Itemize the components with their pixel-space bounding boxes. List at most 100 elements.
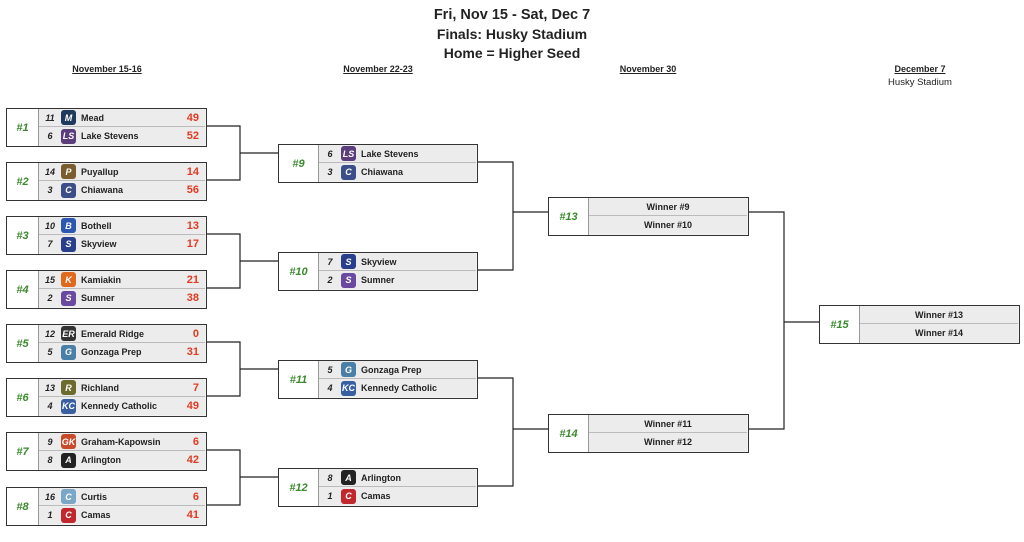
game-number: #5 [7,325,39,362]
camas-papermaker-logo-icon: C [341,488,356,504]
team-seed: 3 [327,167,333,177]
winner-slot[interactable]: Winner #13 [860,306,1018,324]
team-logo-text: M [64,112,73,123]
team-seed: 5 [327,364,333,375]
lake-stevens-viking-logo-icon: LS [341,146,356,161]
team-seed: 1 [327,491,333,501]
team-name: Kennedy Catholic [81,401,158,411]
team-name: Kamiakin [81,274,122,285]
mead-panther-logo-icon: M [61,110,76,125]
team-score: 0 [192,327,199,340]
emerald-ridge-jaguar-logo-icon: ER [61,326,76,341]
date-range-title: Fri, Nov 15 - Sat, Dec 7 [433,7,591,23]
team-seed: 5 [47,347,53,357]
team-score: 49 [186,111,199,124]
team-logo-text: LS [62,131,75,141]
team-name: Arlington [361,472,401,483]
team-seed: 13 [44,382,55,393]
team-logo-text: C [65,510,72,520]
team-name: Sumner [81,293,115,303]
team-logo-text: C [65,491,72,502]
winner-slot-label: Winner #12 [644,437,692,447]
team-logo-text: S [65,293,72,303]
team-seed: 16 [44,491,55,502]
game-number: #12 [279,469,319,506]
team-name: Puyallup [81,166,119,177]
game-number: #7 [7,433,39,470]
round-3-date: November 30 [619,64,677,74]
curtis-viking-logo-icon: C [61,489,76,504]
team-score: 31 [186,346,199,358]
team-name: Chiawana [81,185,124,195]
team-score: 6 [192,490,199,503]
winner-slot[interactable]: Winner #10 [589,216,747,234]
team-name: Chiawana [361,167,404,177]
team-score: 52 [186,130,199,142]
sumner-spartan-logo-icon: S [61,290,76,306]
game-number: #15 [820,306,860,343]
team-score: 7 [192,381,199,394]
game-number: #9 [279,145,319,182]
winner-slot[interactable]: Winner #9 [589,198,747,216]
winner-slot-label: Winner #11 [644,418,692,429]
team-seed: 14 [44,166,55,177]
team-logo-text: LS [342,148,355,159]
winner-slot[interactable]: Winner #14 [860,324,1018,342]
team-name: Gonzaga Prep [81,347,142,357]
winner-slot[interactable]: Winner #11 [589,415,747,433]
winner-slot-label: Winner #14 [915,328,963,338]
team-logo-text: C [345,491,352,501]
team-logo-text: R [65,382,72,393]
team-seed: 3 [47,185,53,195]
winner-slot-label: Winner #13 [915,309,963,320]
game-number: #6 [7,379,39,416]
team-seed: 12 [44,328,55,339]
winner-slot[interactable]: Winner #12 [589,433,747,451]
team-score: 49 [186,400,199,412]
game-number: #10 [279,253,319,290]
team-name: Mead [81,112,105,123]
team-name: Sumner [361,275,395,285]
team-score: 41 [186,509,199,521]
camas-papermaker-logo-icon: C [61,507,76,523]
